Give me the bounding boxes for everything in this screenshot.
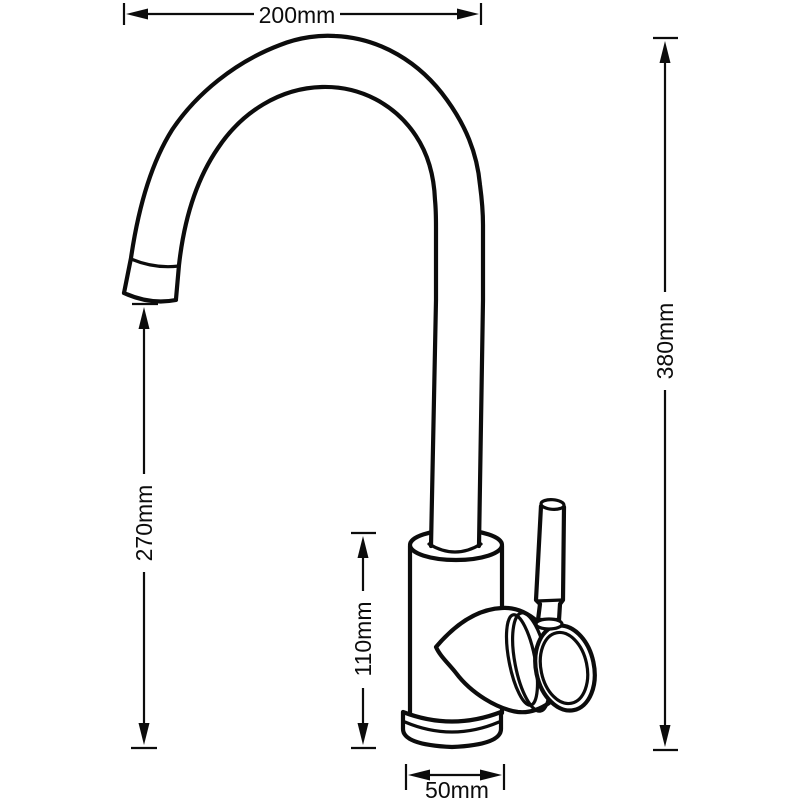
dimension-body-height: 110mm <box>350 531 376 750</box>
arrow-down-icon <box>138 723 150 745</box>
dimension-label: 380mm <box>652 303 678 380</box>
arrow-right-icon <box>480 769 502 781</box>
dimension-label: 270mm <box>131 485 157 562</box>
dimension-overall-height: 380mm <box>652 36 678 752</box>
arrow-left-icon <box>408 769 430 781</box>
arrow-up-icon <box>138 307 150 329</box>
faucet-drawing <box>121 33 597 750</box>
handle-base-ring <box>534 617 564 631</box>
dimension-label: 200mm <box>259 2 336 28</box>
dimension-spout-reach: 200mm <box>122 2 483 28</box>
arrow-up-icon <box>659 41 671 63</box>
dimension-spout-clearance: 270mm <box>131 302 158 750</box>
valve-cap-rim <box>538 630 590 706</box>
arrow-down-icon <box>659 725 671 747</box>
faucet-spout-outer <box>121 33 486 549</box>
aerator-line <box>129 257 181 269</box>
spout-tip <box>121 290 179 304</box>
base-flange-rim <box>403 720 501 734</box>
arrow-right-icon <box>457 8 479 20</box>
arrow-down-icon <box>357 723 369 745</box>
faucet-base-flange <box>400 709 504 750</box>
handle-lever-top <box>539 498 566 511</box>
dimension-base-width: 50mm <box>404 764 506 800</box>
handle-lever-joint <box>535 598 564 603</box>
arrow-up-icon <box>357 536 369 558</box>
faucet-spout-inner <box>173 84 439 549</box>
dimension-label: 50mm <box>425 777 489 800</box>
pipe-cover <box>431 488 479 545</box>
handle-lever <box>533 501 567 623</box>
dimension-label: 110mm <box>350 602 376 677</box>
pipe-collar <box>427 542 483 554</box>
arrow-left-icon <box>126 8 148 20</box>
